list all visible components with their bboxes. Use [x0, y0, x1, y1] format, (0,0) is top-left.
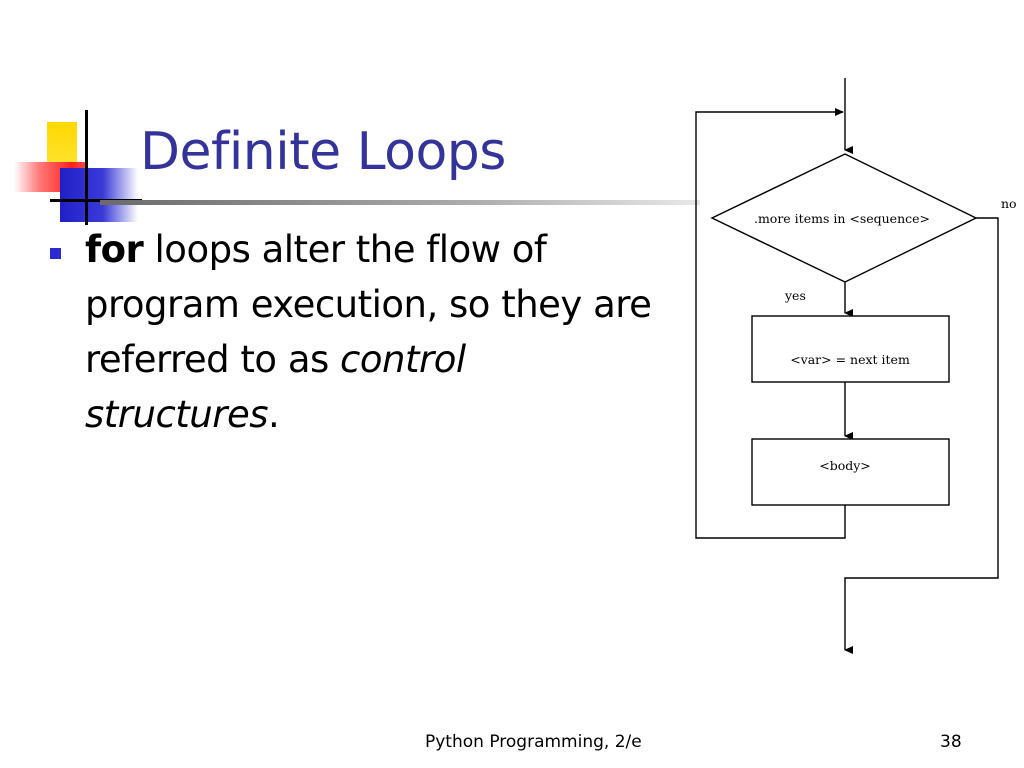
title-underline-rule [100, 200, 700, 205]
accent-vertical-line [85, 110, 88, 225]
accent-horizontal-line [50, 199, 142, 202]
body-box-label: <body> [819, 458, 871, 473]
bullet-text-part-2: . [268, 393, 280, 436]
bullet-text: for loops alter the flow of program exec… [85, 222, 655, 442]
bold-keyword: for [85, 228, 144, 271]
footer-title: Python Programming, 2/e [425, 732, 642, 752]
italic-term: control structures [85, 338, 466, 436]
decision-label: .more items in <sequence> [754, 211, 930, 226]
yes-label: yes [784, 288, 806, 303]
bullet-text-part-1: loops alter the flow of program executio… [85, 228, 652, 381]
assign-box [751, 315, 950, 383]
blue-accent-square [60, 168, 138, 222]
loop-back-arrow [695, 108, 846, 539]
page-number: 38 [940, 732, 962, 752]
body-box [751, 438, 950, 506]
slide-title: Definite Loops [140, 122, 506, 182]
assign-box-label: <var> = next item [790, 352, 910, 367]
no-exit-arrow [844, 217, 999, 654]
no-label: no [1001, 196, 1017, 211]
bullet-square-icon [50, 248, 61, 259]
